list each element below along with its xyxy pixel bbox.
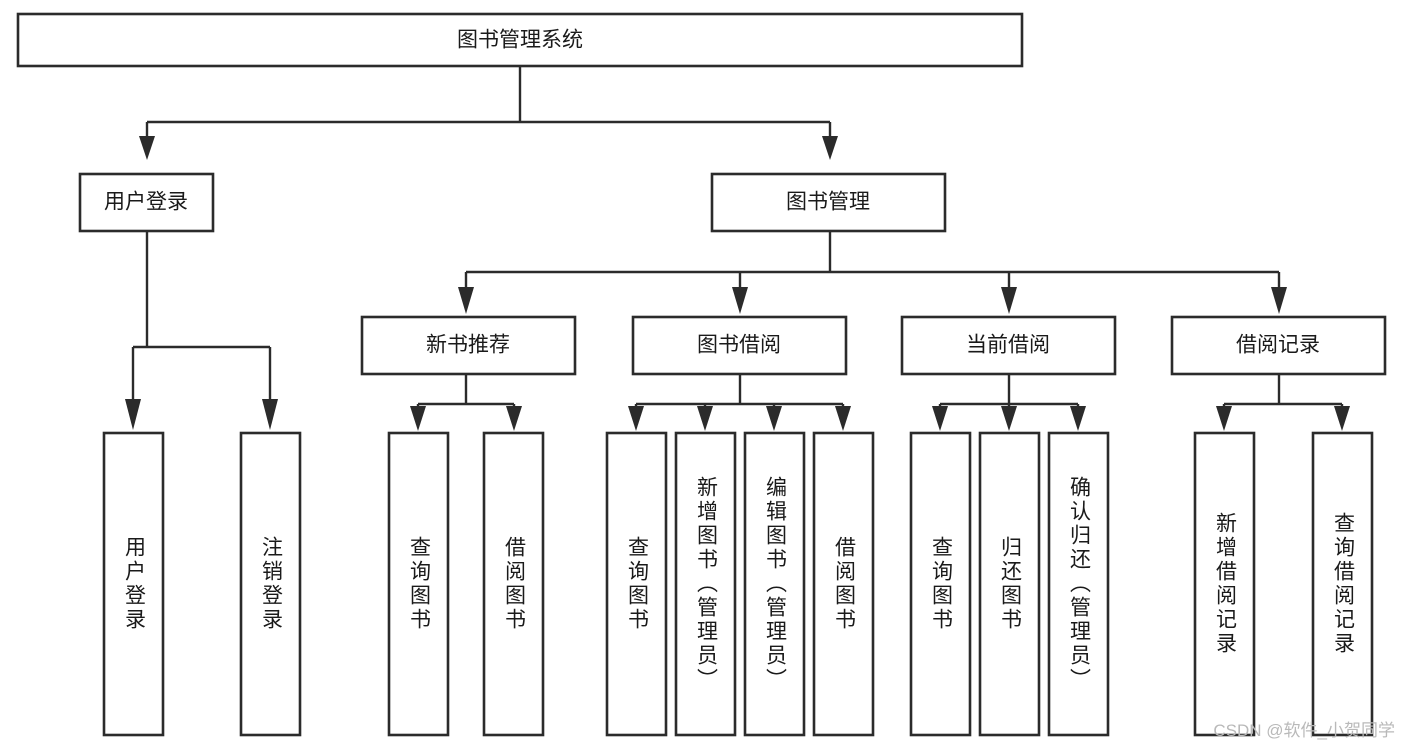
leaf-new-book-borrow[interactable]: 借阅图书 — [482, 431, 545, 737]
leaf-book-borrow-query-label: 查询图书 — [625, 536, 649, 632]
arrow-root-to-user-login — [139, 136, 155, 160]
leaf-current-borrow-return-box[interactable] — [978, 431, 1041, 737]
arrow-book-manage-to-current-borrow — [1001, 287, 1017, 314]
node-new-book-recommend-label: 新书推荐 — [426, 334, 510, 357]
node-user-login-label: 用户登录 — [104, 191, 188, 214]
leaf-current-borrow-query[interactable]: 查询图书 — [909, 431, 972, 737]
leaf-user-login-login-box[interactable] — [102, 431, 165, 737]
leaf-user-login-logout[interactable]: 注销登录 — [239, 431, 302, 737]
arrow-user-login-leaf1 — [125, 399, 141, 430]
leaf-current-borrow-query-label: 查询图书 — [929, 536, 953, 632]
leaf-book-borrow-query[interactable]: 查询图书 — [605, 431, 668, 737]
node-root-label: 图书管理系统 — [457, 29, 583, 52]
node-book-manage-label: 图书管理 — [786, 191, 870, 214]
leaf-current-borrow-return[interactable]: 归还图书 — [978, 431, 1041, 737]
leaf-borrow-record-query[interactable]: 查询借阅记录 — [1311, 431, 1374, 737]
node-current-borrow-label: 当前借阅 — [966, 334, 1050, 357]
arrow-new-book-leaf1 — [410, 406, 426, 431]
arrow-borrow-record-leaf1 — [1216, 406, 1232, 431]
leaf-book-borrow-edit-box[interactable] — [743, 431, 806, 737]
leaf-book-borrow-borrow-box[interactable] — [812, 431, 875, 737]
node-book-manage-box[interactable] — [710, 172, 947, 233]
arrow-current-borrow-leaf2 — [1001, 406, 1017, 431]
leaf-book-borrow-query-box[interactable] — [605, 431, 668, 737]
arrow-book-borrow-leaf1 — [628, 406, 644, 431]
leaf-user-login-logout-label: 注销登录 — [259, 536, 283, 632]
node-book-borrow-label: 图书借阅 — [697, 334, 781, 357]
leaf-new-book-borrow-box[interactable] — [482, 431, 545, 737]
arrow-current-borrow-leaf3 — [1070, 406, 1086, 431]
arrow-borrow-record-leaf2 — [1334, 406, 1350, 431]
arrow-book-borrow-leaf4 — [835, 406, 851, 431]
connector-group-new-book — [410, 374, 522, 431]
node-borrow-record-box[interactable] — [1170, 315, 1387, 376]
connector-group-user-login — [125, 231, 278, 430]
arrow-book-manage-to-new-book — [458, 287, 474, 314]
node-book-borrow-box[interactable] — [631, 315, 848, 376]
node-borrow-record[interactable]: 借阅记录 — [1170, 315, 1387, 376]
leaf-borrow-record-add-box[interactable] — [1193, 431, 1256, 737]
node-current-borrow[interactable]: 当前借阅 — [900, 315, 1117, 376]
node-root-system[interactable]: 图书管理系统 — [16, 12, 1024, 68]
leaf-current-borrow-confirm-label: 确认归还（管理员） — [1067, 476, 1091, 692]
node-current-borrow-box[interactable] — [900, 315, 1117, 376]
leaf-book-borrow-borrow-label: 借阅图书 — [832, 536, 856, 632]
node-borrow-record-label: 借阅记录 — [1236, 334, 1320, 357]
leaf-book-borrow-edit[interactable]: 编辑图书（管理员） — [743, 431, 806, 737]
leaf-user-login-logout-box[interactable] — [239, 431, 302, 737]
arrow-user-login-leaf2 — [262, 399, 278, 430]
leaf-user-login-login[interactable]: 用户登录 — [102, 431, 165, 737]
leaf-borrow-record-add[interactable]: 新增借阅记录 — [1193, 431, 1256, 737]
node-user-login[interactable]: 用户登录 — [78, 172, 215, 233]
leaf-book-borrow-add-box[interactable] — [674, 431, 737, 737]
leaf-borrow-record-add-label: 新增借阅记录 — [1213, 512, 1237, 656]
leaf-new-book-query-label: 查询图书 — [407, 536, 431, 632]
arrow-book-manage-to-borrow-record — [1271, 287, 1287, 314]
node-book-borrow[interactable]: 图书借阅 — [631, 315, 848, 376]
arrow-current-borrow-leaf1 — [932, 406, 948, 431]
node-user-login-box[interactable] — [78, 172, 215, 233]
node-root-box[interactable] — [16, 12, 1024, 68]
connector-group-current-borrow — [932, 374, 1086, 431]
leaf-borrow-record-query-label: 查询借阅记录 — [1331, 512, 1355, 656]
arrow-book-borrow-leaf3 — [766, 406, 782, 431]
leaf-current-borrow-confirm-box[interactable] — [1047, 431, 1110, 737]
arrow-root-to-book-manage — [822, 136, 838, 160]
connector-group-book-manage — [458, 231, 1287, 314]
leaf-current-borrow-query-box[interactable] — [909, 431, 972, 737]
node-new-book-recommend[interactable]: 新书推荐 — [360, 315, 577, 376]
leaf-book-borrow-add-label: 新增图书（管理员） — [694, 476, 718, 692]
leaf-book-borrow-borrow[interactable]: 借阅图书 — [812, 431, 875, 737]
leaf-book-borrow-edit-label: 编辑图书（管理员） — [763, 476, 787, 692]
arrow-book-manage-to-book-borrow — [732, 287, 748, 314]
arrow-new-book-leaf2 — [506, 406, 522, 431]
leaf-new-book-query-box[interactable] — [387, 431, 450, 737]
node-book-manage[interactable]: 图书管理 — [710, 172, 947, 233]
connector-group-root — [139, 66, 838, 160]
node-new-book-recommend-box[interactable] — [360, 315, 577, 376]
leaf-book-borrow-add[interactable]: 新增图书（管理员） — [674, 431, 737, 737]
leaf-new-book-borrow-label: 借阅图书 — [502, 536, 526, 632]
leaf-current-borrow-confirm[interactable]: 确认归还（管理员） — [1047, 431, 1110, 737]
leaf-user-login-login-label: 用户登录 — [122, 536, 146, 632]
arrow-book-borrow-leaf2 — [697, 406, 713, 431]
leaf-current-borrow-return-label: 归还图书 — [998, 536, 1022, 632]
leaf-borrow-record-query-box[interactable] — [1311, 431, 1374, 737]
connector-group-borrow-record — [1216, 374, 1350, 431]
connector-group-book-borrow — [628, 374, 851, 431]
leaf-new-book-query[interactable]: 查询图书 — [387, 431, 450, 737]
